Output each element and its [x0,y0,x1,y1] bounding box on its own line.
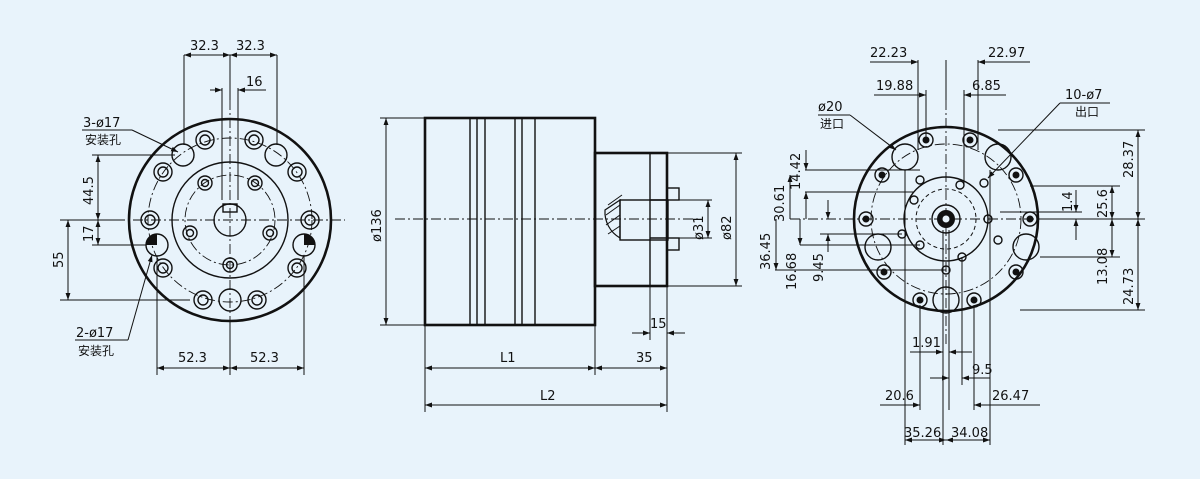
dim-13-08: 13.08 [1096,248,1111,285]
dim-19-88: 19.88 [876,79,913,94]
dim-17: 17 [82,225,97,242]
mount-hole [264,143,288,167]
dia-136: ø136 [370,209,385,242]
dim-14-42: 14.42 [789,153,804,190]
inlet-port [891,143,919,171]
dim-24-73: 24.73 [1122,268,1137,305]
center-shaft [931,204,961,234]
dim-15: 15 [650,317,667,332]
dim-6-85: 6.85 [972,79,1001,94]
dim-16-68: 16.68 [785,253,800,290]
dim-9-5: 9.5 [972,363,993,378]
pump-body [423,116,597,327]
dim-34-08: 34.08 [951,426,988,441]
mount-hole [171,143,195,167]
inlet-label-cn: 进口 [820,117,844,131]
dim-25-6: 25.6 [1096,189,1111,218]
dim-28-37: 28.37 [1122,141,1137,178]
dia-82: ø82 [720,216,735,241]
dim-35: 35 [636,351,653,366]
dim-1-4: 1.4 [1061,191,1076,212]
outlet-label: 10-ø7 [1065,88,1102,103]
hole-label-top-cn: 安装孔 [85,132,121,147]
dim-32-3-right: 32.3 [236,39,265,54]
dim-44-5: 44.5 [82,176,97,205]
dim-52-3-right: 52.3 [250,351,279,366]
hole-label-top: 3-ø17 [83,116,120,131]
bolt-hole-ring [140,130,320,310]
side-view: ø136 ø31 ø82 15 L1 35 L2 [370,116,742,412]
outlet-label-cn: 出口 [1075,105,1099,119]
dim-20-6: 20.6 [885,389,914,404]
dia-31: ø31 [692,216,707,241]
dim-L1: L1 [500,351,516,366]
hole-label-bottom: 2-ø17 [76,326,113,341]
rear-view: 22.23 22.97 19.88 6.85 ø20 进口 10-ø7 出口 1… [759,46,1145,445]
dim-26-47: 26.47 [992,389,1029,404]
dim-22-23: 22.23 [870,46,907,61]
dim-52-3-left: 52.3 [178,351,207,366]
dim-55: 55 [52,251,67,268]
dim-22-97: 22.97 [988,46,1025,61]
dim-9-45: 9.45 [812,253,827,282]
dim-L2: L2 [540,389,556,404]
flange [593,151,669,288]
dim-36-45: 36.45 [759,233,774,270]
outlet-port [984,143,1012,171]
mount-hole [218,288,242,312]
dim-35-26: 35.26 [904,426,941,441]
dim-16: 16 [246,75,263,90]
dim-1-91: 1.91 [912,336,941,351]
dim-30-61: 30.61 [773,185,788,222]
front-view: 32.3 32.3 16 3-ø17 安装孔 44.5 17 55 2-ø17 … [52,39,345,375]
inlet-label: ø20 [818,100,843,115]
dim-32-3-left: 32.3 [190,39,219,54]
hole-label-bottom-cn: 安装孔 [78,343,114,358]
